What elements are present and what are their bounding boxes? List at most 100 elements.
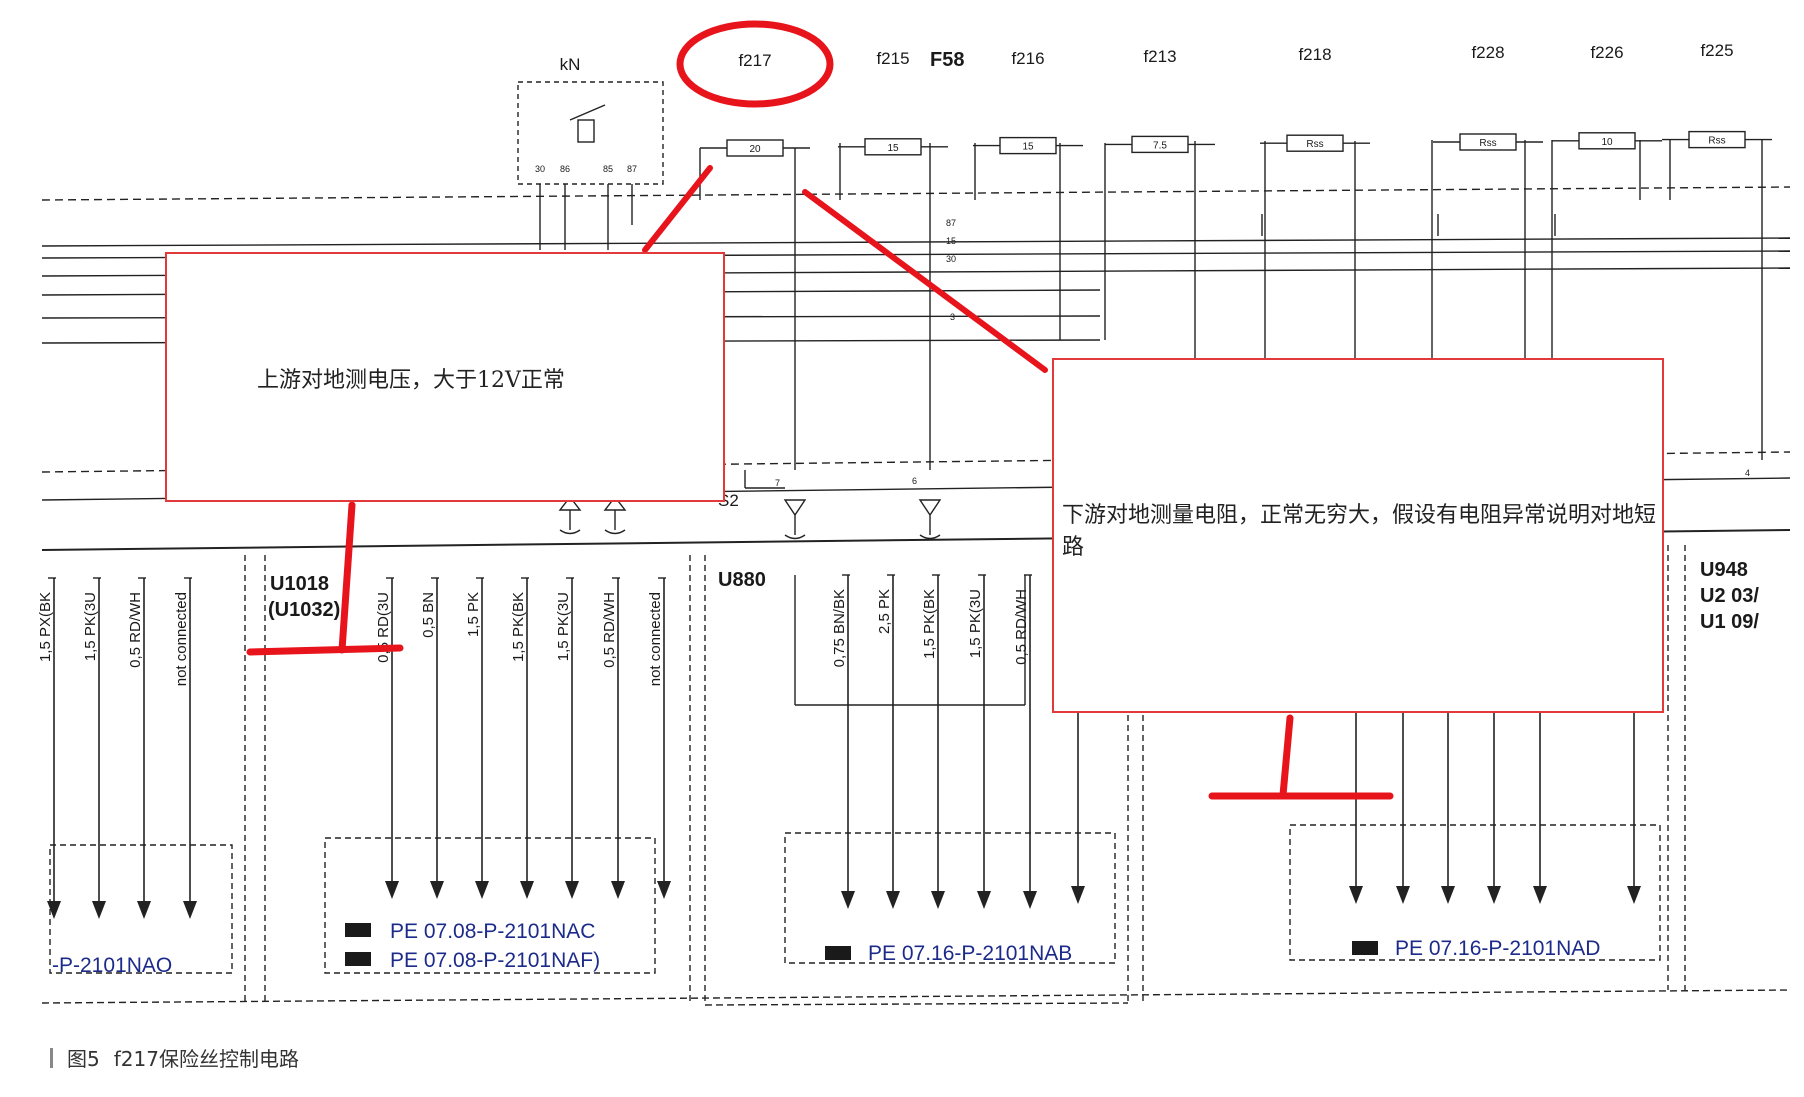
arrow-down-icon bbox=[92, 901, 106, 919]
module-u948-label: U948 bbox=[1700, 559, 1748, 581]
wire-column: 0,5 RD/WH bbox=[1013, 574, 1037, 909]
wire-column: not connected bbox=[173, 577, 197, 919]
arrow-down-icon bbox=[1396, 886, 1410, 904]
reference-right: PE 07.16-P-2101NAD bbox=[1395, 937, 1600, 960]
downstream-annotation-box: 下游对地测量电阻，正常无穷大，假设有电阻异常说明对地短路 bbox=[1052, 358, 1664, 713]
module-u1-label: U1 09/ bbox=[1700, 611, 1759, 633]
arrow-down-icon bbox=[430, 881, 444, 899]
downstream-annotation-text: 下游对地测量电阻，正常无穷大，假设有电阻异常说明对地短路 bbox=[1062, 503, 1657, 560]
rail-label-15: 15 bbox=[946, 236, 956, 246]
wire-number-6: 6 bbox=[912, 476, 917, 486]
fuse-label: f226 bbox=[1590, 43, 1623, 62]
arrow-down-icon bbox=[1487, 886, 1501, 904]
wire-column bbox=[1487, 712, 1501, 904]
fuse-group-label: F58 bbox=[930, 49, 964, 71]
upstream-marker-stem bbox=[338, 501, 356, 654]
arrow-down-icon bbox=[886, 891, 900, 909]
arrow-down-icon bbox=[385, 881, 399, 899]
arrow-down-icon bbox=[657, 881, 671, 899]
fuse-rating: Rss bbox=[1306, 139, 1323, 150]
book-icon bbox=[1352, 941, 1378, 955]
wire-column: 1,5 PK(3U bbox=[967, 574, 991, 909]
fuse-label: f217 bbox=[738, 51, 771, 70]
arrow-down-icon bbox=[1533, 886, 1547, 904]
wire-column bbox=[1441, 712, 1455, 904]
wire-label: 0,5 RD/WH bbox=[127, 592, 144, 668]
wire-label: not connected bbox=[173, 592, 190, 686]
wire-label: 0,5 RD/WH bbox=[601, 592, 618, 668]
module-u880-label: U880 bbox=[718, 569, 766, 591]
relay-pin-86: 86 bbox=[560, 164, 570, 174]
reference-u1018-b: PE 07.08-P-2101NAF) bbox=[390, 949, 600, 972]
fuse-f213: f213 7.5 bbox=[1105, 47, 1215, 154]
arrow-down-icon bbox=[841, 891, 855, 909]
fuse-label: f225 bbox=[1700, 41, 1733, 60]
arrow-down-icon bbox=[977, 891, 991, 909]
wire-label: 1,5 PK(3U bbox=[82, 592, 99, 661]
arrow-down-icon bbox=[47, 901, 61, 919]
arrow-down-icon bbox=[1023, 891, 1037, 909]
wire-label: 1,5 PX(BK bbox=[37, 592, 54, 662]
reference-u1018-a: PE 07.08-P-2101NAC bbox=[390, 920, 595, 943]
relay-pin-85: 85 bbox=[603, 164, 613, 174]
fuse-rating: Rss bbox=[1708, 136, 1725, 147]
fuse-rating: 20 bbox=[749, 144, 761, 155]
fuse-label: f213 bbox=[1143, 47, 1176, 66]
arrow-down-icon bbox=[1441, 886, 1455, 904]
arrow-down-icon bbox=[137, 901, 151, 919]
wire-label: 2,5 PK bbox=[876, 589, 893, 634]
arrow-down-icon bbox=[475, 881, 489, 899]
wire-column: 0,5 BN bbox=[420, 577, 444, 899]
arrow-down-icon bbox=[520, 881, 534, 899]
left-wire-group: 1,5 PX(BK 1,5 PK(3U 0,5 RD/WH not connected bbox=[37, 577, 197, 919]
highlight-markup bbox=[246, 20, 1394, 800]
wire-label: 1,5 PK(3U bbox=[967, 589, 984, 658]
wire-label: 0,5 RD/WH bbox=[1013, 589, 1030, 665]
wire-column bbox=[1533, 712, 1547, 904]
downstream-marker-stem bbox=[1279, 714, 1294, 799]
wire-column: not connected bbox=[647, 577, 671, 899]
reference-u880: PE 07.16-P-2101NAB bbox=[868, 942, 1072, 965]
fuse-f216: f216 15 bbox=[973, 49, 1083, 155]
module-u1018-label: U1018 bbox=[270, 573, 329, 595]
fuse-label: f216 bbox=[1011, 49, 1044, 68]
book-icon bbox=[345, 952, 371, 966]
fuse-group: f21720f21515f21615f2137.5f218Rssf228Rssf… bbox=[700, 41, 1772, 157]
wire-label: 0,5 BN bbox=[420, 592, 437, 638]
caption-text: f217保险丝控制电路 bbox=[113, 1047, 299, 1071]
wire-column: 1,5 PK(3U bbox=[555, 577, 579, 899]
relay-pin-30: 30 bbox=[535, 164, 545, 174]
book-icon bbox=[825, 946, 851, 960]
rail-label-87: 87 bbox=[946, 218, 956, 228]
wire-number-4: 4 bbox=[1745, 468, 1750, 478]
upstream-annotation-text: 上游对地测电压，大于12V正常 bbox=[257, 368, 565, 393]
wire-label: not connected bbox=[647, 592, 664, 686]
arrow-down-icon bbox=[1627, 886, 1641, 904]
wire-column: 2,5 PK bbox=[876, 574, 900, 909]
right-wire-group bbox=[1071, 712, 1641, 904]
wire-column bbox=[1396, 712, 1410, 904]
caption-bar bbox=[50, 1047, 53, 1068]
wire-label: 0,5 RD(3U bbox=[375, 592, 392, 663]
wire-label: 1,5 PK bbox=[465, 592, 482, 637]
wire-label: 0,75 BN/BK bbox=[831, 589, 848, 667]
wire-column: 1,5 PK(3U bbox=[82, 577, 106, 919]
fuse-rating: 7.5 bbox=[1153, 140, 1167, 151]
fuse-rating: 15 bbox=[1022, 142, 1034, 153]
fuse-label: f215 bbox=[876, 49, 909, 68]
arrow-down-icon bbox=[183, 901, 197, 919]
wire-number-7: 7 bbox=[775, 478, 780, 488]
wire-column: 1,5 PK(BK bbox=[921, 574, 945, 909]
u880-wire-group: 0,75 BN/BK 2,5 PK 1,5 PK(BK 1,5 PK(3U 0,5 RD… bbox=[831, 574, 1037, 909]
wire-column: 0,5 RD/WH bbox=[601, 577, 625, 899]
wire-label: 1,5 PK(3U bbox=[555, 592, 572, 661]
fuse-label: f228 bbox=[1471, 43, 1504, 62]
wire-label: 1,5 PK(BK bbox=[510, 592, 527, 662]
wire-column bbox=[1627, 712, 1641, 904]
wire-column: 0,5 RD(3U bbox=[375, 577, 399, 899]
upstream-annotation-box: 上游对地测电压，大于12V正常 bbox=[165, 252, 725, 502]
downstream-pointer-line bbox=[802, 189, 1048, 373]
wire-column: 1,5 PX(BK bbox=[37, 577, 61, 919]
